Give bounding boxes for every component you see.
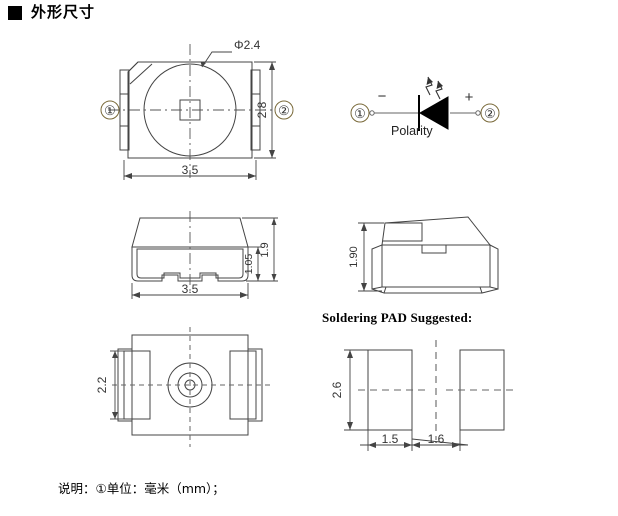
polarity-plus-sign: + bbox=[465, 89, 474, 106]
soldering-pad-drawing: 2.6 1.5 1.6 bbox=[330, 340, 518, 451]
iso-view-height-label: 1.90 bbox=[348, 246, 360, 267]
side-view-width-label: 3.5 bbox=[182, 282, 199, 296]
footer-note: 说明：①单位：毫米（mm）； bbox=[58, 481, 225, 496]
page-header: 外形尺寸 bbox=[8, 5, 95, 20]
top-view-pin1-label: ① bbox=[104, 103, 116, 118]
lens-diameter-label: Φ2.4 bbox=[234, 38, 261, 52]
soldering-pad-caption: Soldering PAD Suggested: bbox=[322, 310, 473, 325]
polarity-drawing: − + ① ② bbox=[350, 76, 500, 131]
side-view-drawing: 3.5 1.05 1.9 bbox=[131, 211, 278, 299]
isometric-view-drawing: 1.90 bbox=[348, 216, 499, 294]
bottom-view-drawing: 2.2 bbox=[95, 327, 270, 447]
side-view-body-height-label: 1.05 bbox=[243, 254, 255, 275]
side-view-total-height-label: 1.9 bbox=[259, 242, 271, 257]
polarity-pin2-label: ② bbox=[484, 106, 496, 121]
pad-width-label: 1.5 bbox=[382, 432, 399, 446]
top-view-drawing: Φ2.4 3.5 2.8 ① ② bbox=[100, 38, 294, 180]
top-view-width-label: 3.5 bbox=[182, 163, 199, 177]
top-view-pin2-label: ② bbox=[278, 103, 290, 118]
pad-gap-label: 1.6 bbox=[428, 432, 445, 446]
top-view-height-label: 2.8 bbox=[255, 101, 269, 118]
pad-height-label: 2.6 bbox=[330, 381, 344, 398]
page-title: 外形尺寸 bbox=[31, 3, 96, 21]
bottom-view-pad-length-label: 2.2 bbox=[95, 376, 109, 393]
section-bullet-icon bbox=[8, 5, 22, 20]
polarity-pin1-label: ① bbox=[354, 106, 366, 121]
polarity-minus-sign: − bbox=[378, 88, 387, 105]
polarity-caption: Polarity bbox=[391, 124, 433, 138]
